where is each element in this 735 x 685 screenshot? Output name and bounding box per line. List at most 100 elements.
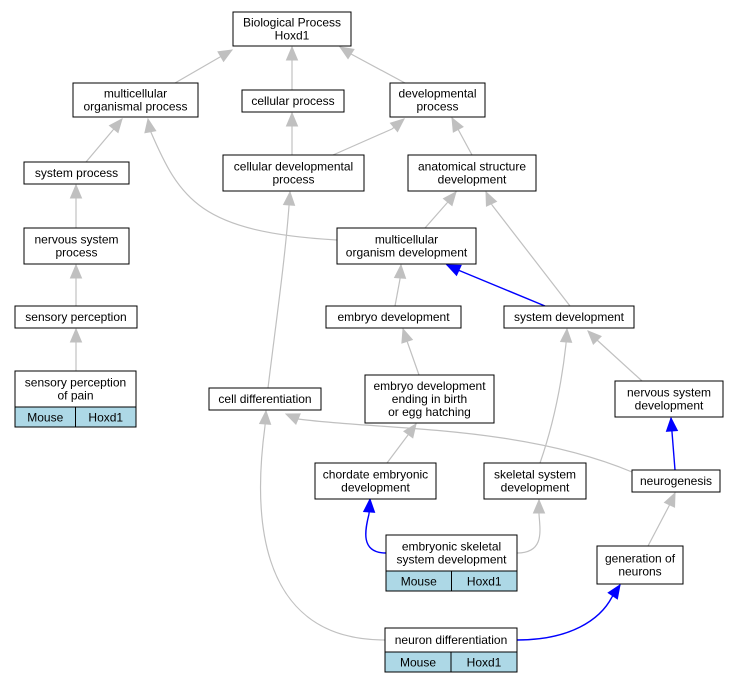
annotation-gene: Hoxd1: [467, 575, 502, 589]
edge-line: [332, 128, 393, 156]
term-label: embryo development: [337, 310, 450, 324]
term-box: [325, 305, 462, 329]
term-label: neuron differentiation: [395, 633, 508, 647]
edge-essd-to-ced: [362, 497, 387, 554]
term-label: of pain: [57, 389, 93, 403]
term-label: process: [272, 173, 314, 187]
term-label: generation of: [605, 552, 676, 566]
term-box: [232, 11, 352, 47]
edge-nsp-to-sp: [69, 183, 83, 228]
term-label: cellular developmental: [234, 160, 353, 174]
term-box: [384, 627, 518, 653]
arrowhead: [485, 190, 498, 207]
term-label: Hoxd1: [275, 29, 310, 43]
arrowhead: [389, 118, 405, 133]
term-box: [389, 82, 486, 118]
arrowhead: [665, 416, 679, 432]
arrowhead: [285, 111, 299, 127]
term-box: [208, 387, 322, 411]
edge-ng-to-nsd: [665, 416, 679, 471]
term-label: development: [635, 399, 704, 413]
edge-nd-to-gon: [516, 583, 621, 641]
term-box: [364, 374, 495, 424]
term-label: or egg hatching: [388, 405, 471, 419]
edge-nsd-to-sd: [587, 330, 643, 382]
term-node-cd[interactable]: cell differentiation: [208, 387, 322, 411]
term-label: organism development: [346, 246, 468, 260]
edge-sp-to-mop: [85, 118, 123, 163]
edge-line: [267, 205, 290, 389]
arrowhead: [69, 327, 83, 343]
term-label: skeletal system: [494, 468, 576, 482]
term-node-ed[interactable]: embryo development: [325, 305, 462, 329]
term-label: neurons: [618, 565, 661, 579]
edge-sd-to-mod: [445, 264, 546, 307]
edge-line: [671, 431, 676, 471]
term-label: development: [501, 481, 570, 495]
term-box: [407, 154, 537, 192]
arrowhead: [401, 327, 414, 344]
edge-nd-to-cd: [258, 409, 386, 641]
arrowhead: [607, 583, 621, 600]
arrowhead: [284, 413, 301, 425]
arrowhead: [69, 183, 83, 199]
arrowhead: [403, 422, 417, 439]
term-label: organismal process: [83, 100, 187, 114]
edge-ng-to-cd: [284, 413, 633, 473]
annotation-cell: [450, 651, 518, 673]
arrowhead: [217, 49, 234, 63]
edge-line: [85, 129, 114, 163]
term-label: system development: [514, 310, 625, 324]
term-label: embryo development: [373, 379, 486, 393]
term-label: system process: [35, 166, 118, 180]
term-label: process: [416, 100, 458, 114]
term-box: [23, 227, 130, 265]
arrowhead: [108, 118, 123, 134]
edge-mod-to-mop: [144, 117, 338, 241]
term-node-spc[interactable]: sensory perception: [14, 305, 138, 329]
arrowhead: [393, 263, 407, 279]
term-label: nervous system: [627, 386, 711, 400]
arrowhead: [445, 264, 462, 277]
term-node-sp[interactable]: system process: [23, 161, 130, 185]
edge-line: [297, 418, 633, 473]
term-label: process: [55, 246, 97, 260]
term-label: cell differentiation: [218, 392, 311, 406]
edge-cd-to-cdp: [267, 190, 296, 389]
arrowhead: [663, 491, 676, 508]
term-node-ng[interactable]: neurogenesis: [631, 469, 721, 493]
edge-line: [516, 596, 613, 641]
edge-edb-to-ed: [401, 327, 420, 376]
edge-gon-to-ng: [647, 491, 676, 547]
edge-ssd-to-sd: [539, 327, 573, 464]
edge-ced-to-edb: [386, 422, 417, 464]
term-node-sd[interactable]: system development: [503, 305, 635, 329]
annotation-gene: Hoxd1: [88, 411, 123, 425]
term-label: nervous system: [34, 233, 118, 247]
term-label: anatomical structure: [418, 160, 526, 174]
edge-essd-to-ssd: [516, 498, 546, 554]
arrowhead: [144, 117, 157, 134]
edge-line: [350, 53, 406, 84]
arrowhead: [451, 116, 464, 133]
term-box: [23, 161, 130, 185]
term-label: neurogenesis: [640, 474, 712, 488]
term-label: chordate embryonic: [323, 468, 428, 482]
term-node-cp[interactable]: cellular process: [241, 89, 345, 113]
edge-line: [596, 339, 643, 382]
